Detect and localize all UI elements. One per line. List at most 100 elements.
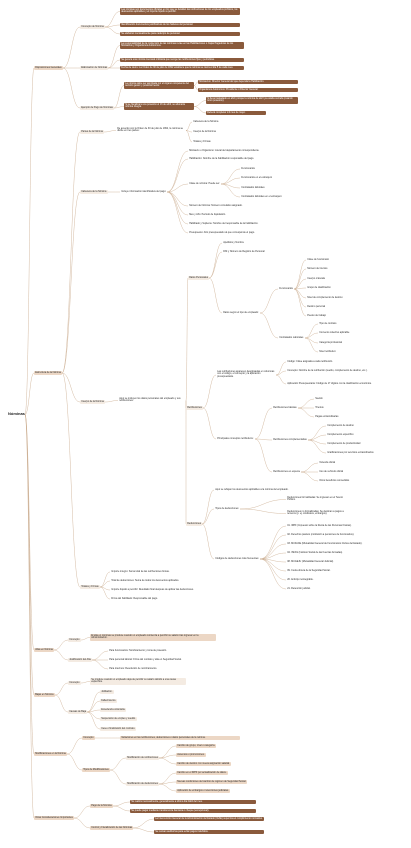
bajas-concepto[interactable]: Concepto xyxy=(68,680,81,686)
connector-deduc-tipos-deduc-tipo-1 xyxy=(239,499,287,510)
modif-retrib-2: Ascensos o promociones. xyxy=(176,752,206,758)
section-estructura[interactable]: Estructura de la Nómina xyxy=(34,370,63,376)
concepto-item-3: Se elaboran mensualmente para cada tipo … xyxy=(120,32,240,37)
func-3: Cuerpo o Escala xyxy=(307,276,325,280)
lab-3: Categoría profesional xyxy=(319,340,343,344)
connector-retrib-principales-basicas-label xyxy=(254,407,273,440)
section-modificaciones[interactable]: Modificaciones en la Nómina xyxy=(34,751,67,757)
connector-cabecera-intro-clase-nomina xyxy=(166,183,189,193)
connector-modif-retrib-modif-retrib-3 xyxy=(158,757,177,765)
connector-basicas-label-basica-3 xyxy=(297,407,315,418)
lab-4: Nivel retributivo xyxy=(319,349,336,353)
connector-modif-retrib-modif-retrib-2 xyxy=(158,754,177,759)
retribuciones[interactable]: Retribuciones xyxy=(186,405,203,411)
connector-especie-label-especie-3 xyxy=(300,471,319,482)
totales-firmas[interactable]: Totales y Firmas xyxy=(80,584,100,590)
cabecera-more-4: Presupuesto: Año presupuestario al que c… xyxy=(189,230,255,234)
altas-concepto[interactable]: Concepto xyxy=(68,637,81,643)
section-otras[interactable]: Otras Consideraciones Importantes xyxy=(34,815,74,821)
connector-deduc-codigos-codigo-8 xyxy=(259,558,287,590)
bajas-causas[interactable]: Causas de Baja xyxy=(68,709,88,715)
cabecera-more-1: Número de Nómina: Número correlativo asi… xyxy=(189,203,243,207)
connector-concepto-nomina-concepto-item-1 xyxy=(104,11,121,28)
deduc-codigos: Códigos de deducciones más frecuentes: xyxy=(215,556,260,560)
connector-totales-firmas-totales-1 xyxy=(99,571,111,588)
connector-pago-item-1-pago-sub-2 xyxy=(193,85,199,91)
connector-laborales-label-lab-4 xyxy=(304,337,319,353)
cabecera-item-1: Ministerio u Organismo: Literal del depa… xyxy=(189,148,260,152)
connector-partes-intro-partes-item-2 xyxy=(185,130,193,133)
codigo-2: 02. Derechos pasivos (cotización a pensi… xyxy=(287,532,355,536)
connector-modif-deduc-modif-deduc-1 xyxy=(158,772,177,785)
connector-altas-concepto-altas-concepto-text xyxy=(80,637,91,641)
codigo-1: 01. IRPF (Impuesto sobre la Renta de las… xyxy=(287,523,352,527)
clase-2: Funcionarios en el extranjero xyxy=(241,175,273,179)
cabecera-nomina[interactable]: Cabecera de la Nómina xyxy=(80,189,108,195)
especie-2: Uso de vehículo oficial xyxy=(319,469,344,473)
basica-1: Sueldo xyxy=(315,396,323,400)
connector-modif-deduc-modif-deduc-3 xyxy=(158,783,177,792)
cabecera-more-3: Habilitado y Suplente: Nombre del respon… xyxy=(189,221,259,225)
connector-ejemplo-pago-pago-item-2 xyxy=(113,106,125,109)
pago-sub-2: Organismos Autónomos: Presidente o Direc… xyxy=(198,88,298,93)
especie-1: Vivienda oficial xyxy=(319,460,336,464)
modif-concepto[interactable]: Concepto xyxy=(82,735,95,741)
modif-retrib-3: Cambio de destino con nueva asignación s… xyxy=(176,761,232,767)
otras-control[interactable]: Control y Fiscalización de las Nóminas xyxy=(90,825,134,831)
modif-tipos[interactable]: Tipos de Modificaciones xyxy=(82,767,110,773)
connector-root-node-section-modificaciones xyxy=(24,414,35,755)
altas-justificacion[interactable]: Justificación del Alta xyxy=(68,657,92,663)
modif-deduc[interactable]: Modificación de deducciones xyxy=(126,781,160,787)
deduc-tipo-1: Deducciones formalizadas: Se ingresan en… xyxy=(287,495,343,502)
otras-control-2: Se revisan auditorías para evitar pagos … xyxy=(154,830,264,835)
section-bajas[interactable]: Bajas en Nómina xyxy=(34,692,55,698)
otras-pago[interactable]: Pago de la Nómina xyxy=(90,803,113,809)
datos-tipo: Datos según el tipo de empleado: xyxy=(223,310,259,314)
pago-sub-3: Si lleva trasladado en abril, porque la … xyxy=(206,97,298,104)
connector-deduc-tipos-deduc-tipo-2 xyxy=(239,508,287,514)
connector-cabecera-intro-cabecera-more-3 xyxy=(166,191,189,225)
elaboracion-nominas[interactable]: Elaboración de Nóminas xyxy=(80,65,109,71)
root-node[interactable]: Nóminas xyxy=(8,411,25,416)
compl-1: Complemento de destino xyxy=(327,423,354,427)
connector-modif-tipos-modif-deduc xyxy=(109,769,127,785)
modif-retrib[interactable]: Modificación de retribuciones xyxy=(126,755,160,761)
totales-1: Importe íntegro: Suma total de las retri… xyxy=(111,569,170,573)
concepto-item-2: Identificación documentos justificativos… xyxy=(120,23,240,28)
section-altas[interactable]: Altas en Nómina xyxy=(34,647,54,653)
modif-concepto-text: Variaciones en las retribuciones, deducc… xyxy=(120,736,240,741)
connector-cabecera-intro-cabecera-more-2 xyxy=(166,191,189,216)
connector-section-bajas-bajas-concepto xyxy=(54,682,69,696)
modif-deduc-3: Aplicación de embargos o retenciones jud… xyxy=(176,788,231,794)
section-disposiciones[interactable]: Disposiciones Generales xyxy=(34,65,63,71)
concepto-nomina[interactable]: Concepto de Nómina xyxy=(80,24,105,30)
cuerpo-intro: Aquí se incluyen los datos personales de… xyxy=(119,396,181,403)
connector-deduc-codigos-codigo-1 xyxy=(259,525,287,560)
connector-modif-tipos-modif-retrib xyxy=(109,757,127,771)
connector-otras-pago-otras-pago-2 xyxy=(112,805,131,812)
connector-section-bajas-bajas-causas xyxy=(54,694,69,713)
connector-datos-personales-datos-item-2 xyxy=(208,251,223,279)
ejemplo-pago[interactable]: Ejemplo de Pago de Nóminas xyxy=(80,105,115,111)
retrib-principales: Principales conceptos retributivos: xyxy=(217,436,254,440)
pago-sub-1: Ministerios: Director General del que de… xyxy=(198,80,298,85)
connector-laborales-label-lab-2 xyxy=(304,332,319,339)
retrib-intro: Las retribuciones aparecen desglosadas e… xyxy=(217,369,275,379)
cabecera-item-2: Habilitación: Nombre de la habilitación … xyxy=(189,156,255,160)
connector-section-altas-altas-concepto xyxy=(53,639,69,651)
deducciones[interactable]: Deducciones xyxy=(186,521,203,527)
datos-personales[interactable]: Datos Personales xyxy=(188,275,210,281)
cuerpo-nomina[interactable]: Cuerpo de la Nómina xyxy=(80,399,105,405)
connector-funcionarios-label-func-6 xyxy=(293,288,307,308)
retrib-code-1: Código: Clave asignada a cada retribució… xyxy=(287,359,333,363)
partes-nomina[interactable]: Partes de la Nómina xyxy=(80,129,105,135)
connector-funcionarios-label-func-7 xyxy=(293,288,307,317)
connector-bajas-causas-causa-2 xyxy=(86,700,101,713)
connector-partes-intro-partes-item-3 xyxy=(185,130,193,143)
connector-compl-label-compl-4 xyxy=(307,439,327,454)
connector-section-disposiciones-ejemplo-pago xyxy=(62,67,81,109)
totales-4: Firma del habilitado: Responsable del pa… xyxy=(111,596,158,600)
clase-4: Contratados laborales en el extranjero xyxy=(241,194,282,198)
connector-deducciones-deduc-codigos xyxy=(201,523,215,560)
pago-item-2: Si se fiscalizara una posesión el 16 de … xyxy=(124,103,194,110)
